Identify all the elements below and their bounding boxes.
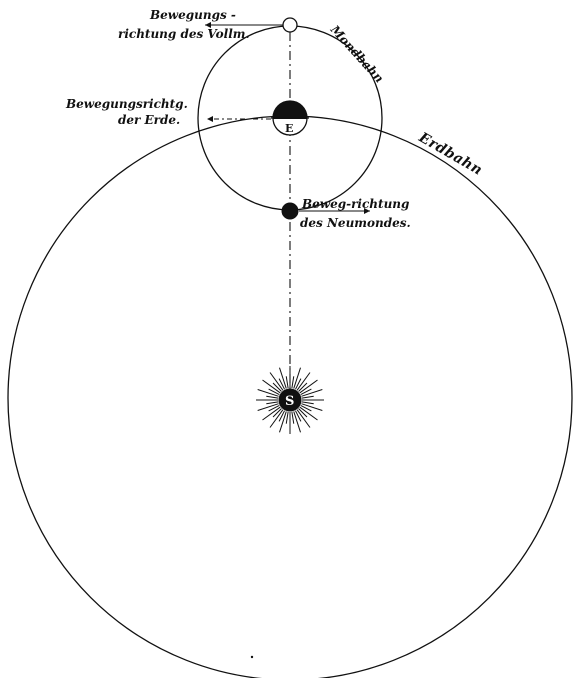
moon-orbit-label: Mondbahn	[327, 22, 386, 86]
full-moon-direction-label-line1: Bewegungs -	[149, 8, 236, 22]
full-moon-direction-label-line2: richtung des Vollm.	[118, 27, 250, 41]
earth-direction-label-line1: Bewegungsrichtg.	[65, 97, 188, 111]
sun-ray	[286, 376, 288, 388]
earth-orbit-label: Erdbahn	[415, 129, 485, 179]
earth-direction-label-line2: der Erde.	[118, 113, 180, 127]
sun-ray	[292, 412, 294, 424]
earth-letter: E	[285, 122, 293, 135]
new-moon	[282, 203, 298, 219]
print-speck	[251, 656, 253, 658]
sun-ray	[302, 396, 314, 398]
sun-ray	[266, 396, 278, 398]
sun-letter: S	[285, 394, 294, 409]
new-moon-direction-label-line1: Beweg-richtung	[301, 197, 409, 211]
sun-ray	[292, 376, 294, 388]
sun-ray	[266, 402, 278, 404]
new-moon-direction-label-line2: des Neumondes.	[300, 216, 411, 230]
sun-ray	[302, 402, 314, 404]
full-moon	[283, 18, 297, 32]
sun-ray	[286, 412, 288, 424]
